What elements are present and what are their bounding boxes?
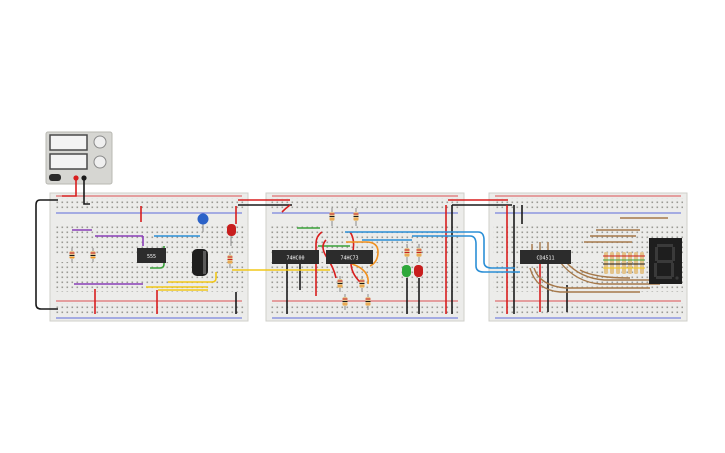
- ceramic-capacitor[interactable]: [197, 213, 209, 233]
- chip-555[interactable]: 555: [137, 248, 166, 263]
- resistor: [227, 252, 233, 268]
- chip-cd4511[interactable]: CD4511: [520, 250, 571, 264]
- resistor: [90, 248, 96, 262]
- voltage-display: [49, 134, 88, 151]
- chip-74hc00[interactable]: 74HC00: [272, 250, 319, 264]
- display-segments: [654, 244, 679, 280]
- voltage-knob[interactable]: [93, 135, 107, 149]
- resistor: [337, 276, 343, 292]
- current-knob[interactable]: [93, 155, 107, 169]
- resistors[interactable]: [69, 208, 422, 310]
- chip-74hc73[interactable]: 74HC73: [326, 250, 373, 264]
- resistor: [69, 248, 75, 262]
- resistor: [359, 276, 365, 292]
- current-display: [49, 153, 88, 170]
- chip-555-label: 555: [147, 254, 156, 260]
- led-green[interactable]: [402, 265, 411, 277]
- power-switch[interactable]: [49, 174, 61, 181]
- resistor: [329, 208, 335, 226]
- display-resistor-bank[interactable]: [603, 252, 645, 274]
- led-red-1[interactable]: [227, 224, 236, 246]
- power-supply[interactable]: [45, 131, 113, 185]
- electrolytic-capacitor[interactable]: [192, 249, 208, 276]
- decoder-output-wires[interactable]: [529, 217, 668, 293]
- signal-wires[interactable]: [72, 227, 520, 296]
- chip-74hc00-label: 74HC00: [286, 256, 304, 262]
- chip-cd4511-label: CD4511: [536, 256, 554, 262]
- resistor: [342, 294, 348, 310]
- resistor: [365, 294, 371, 310]
- led-red-2[interactable]: [414, 265, 423, 277]
- resistor: [404, 244, 410, 262]
- resistor: [416, 244, 422, 262]
- chip-74hc73-label: 74HC73: [340, 256, 358, 262]
- resistor: [353, 208, 359, 226]
- seven-segment-display[interactable]: [649, 238, 682, 284]
